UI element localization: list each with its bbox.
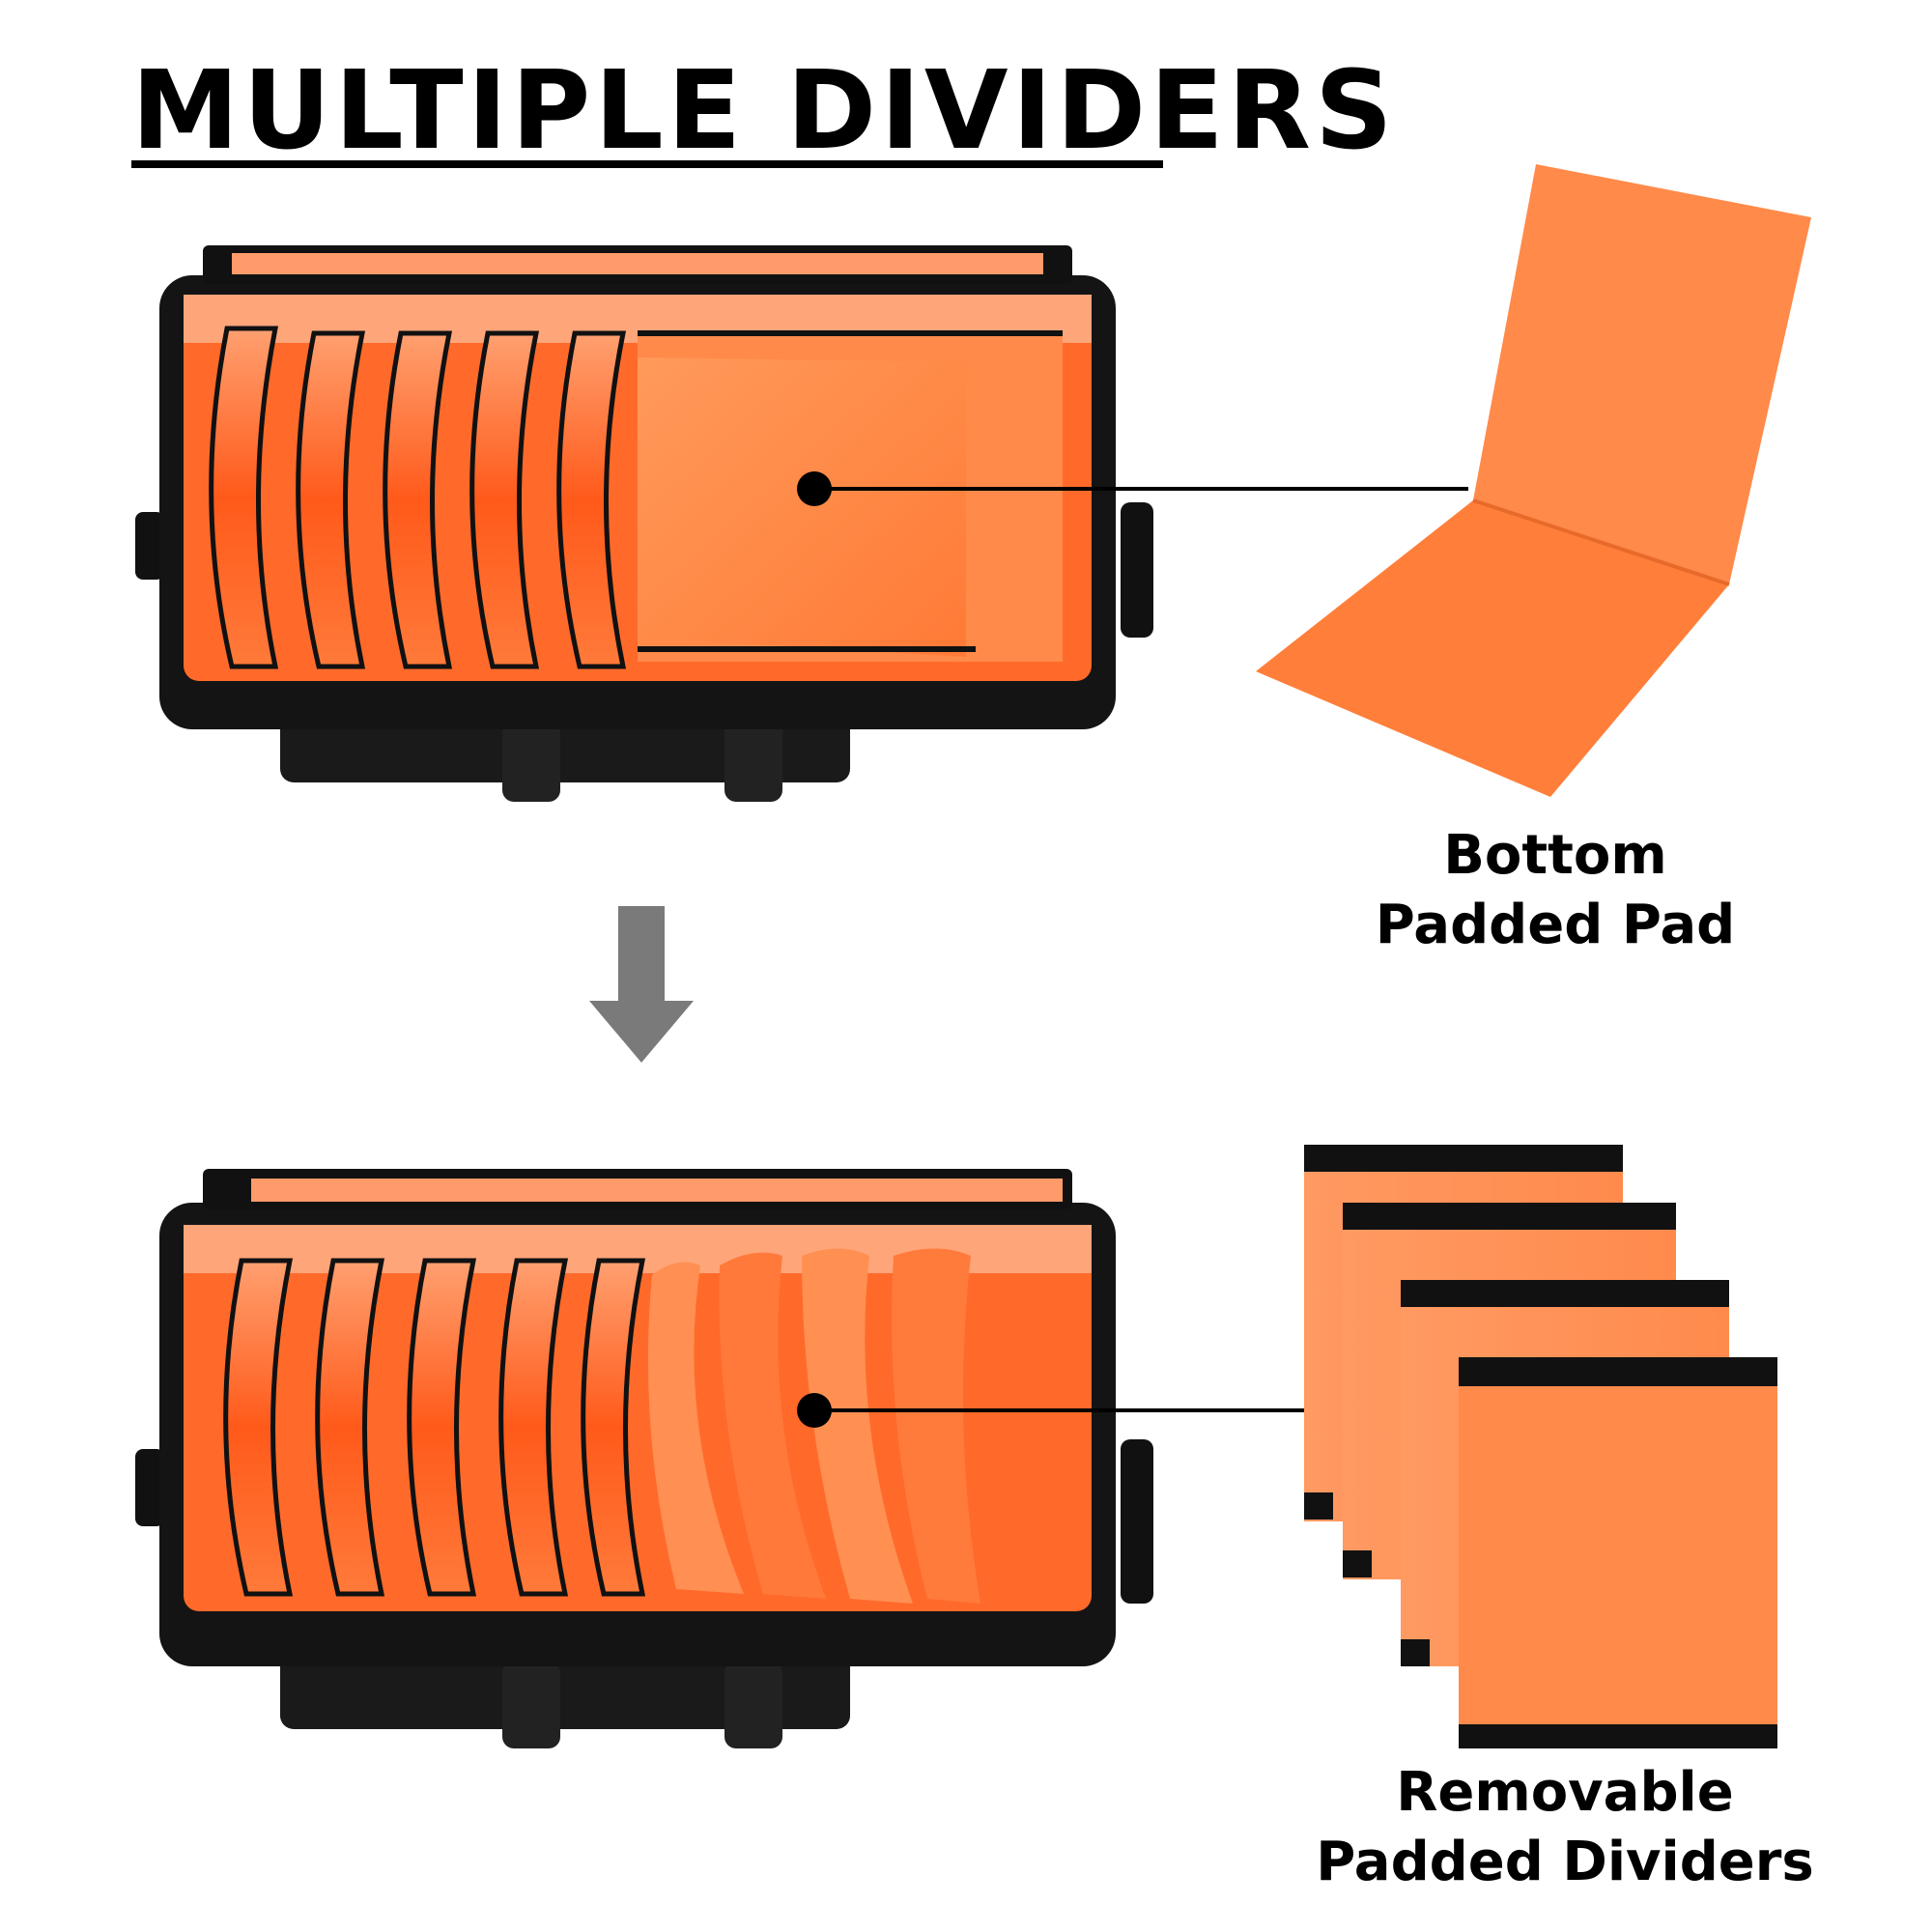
arrow-down-icon [589, 906, 694, 1063]
removable-divider-sheets [1304, 1145, 1777, 1748]
title-underline [131, 160, 1163, 168]
caption-line-2: Padded Dividers [1316, 1831, 1814, 1893]
caption-line-1: Removable [1396, 1761, 1734, 1824]
inserted-padded-dividers [647, 1248, 980, 1604]
caption-line-1: Bottom [1443, 824, 1667, 887]
caption-line-2: Padded Pad [1375, 894, 1736, 956]
caption-bottom-padded-pad: Bottom Padded Pad [1333, 821, 1777, 960]
caption-removable-dividers: Removable Padded Dividers [1275, 1758, 1855, 1897]
bag-top [135, 245, 1153, 802]
compartment-dividers-bottom [223, 1258, 646, 1597]
bottom-padded-pad [1256, 164, 1811, 797]
page-title: MULTIPLE DIVIDERS [131, 48, 1397, 174]
compartment-dividers-top [209, 326, 627, 669]
bag-bottom [135, 1169, 1153, 1748]
